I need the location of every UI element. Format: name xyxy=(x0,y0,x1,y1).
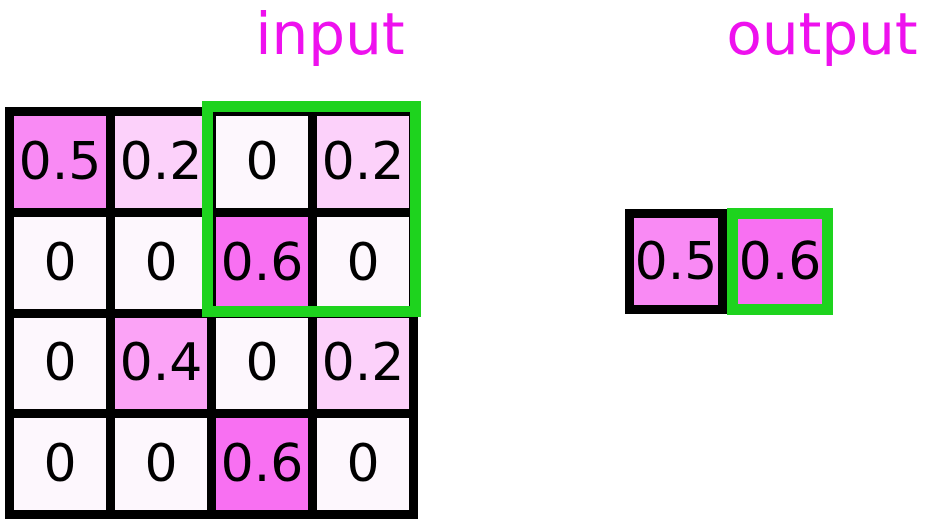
input-cell-r2-c2: 0 xyxy=(216,317,308,410)
output-title: output xyxy=(726,0,918,68)
input-cell-r1-c1: 0 xyxy=(115,216,207,309)
input-cell-r2-c1: 0.4 xyxy=(115,317,207,410)
input-cell-r3-c0: 0 xyxy=(14,418,106,510)
input-cell-r2-c0: 0 xyxy=(14,317,106,410)
input-cell-r0-c1: 0.2 xyxy=(115,116,207,208)
input-cell-r0-c2: 0 xyxy=(216,116,308,208)
input-cell-r3-c2: 0.6 xyxy=(216,418,308,510)
input-title: input xyxy=(255,0,405,68)
input-cell-r3-c3: 0 xyxy=(317,418,409,510)
input-cell-r2-c3: 0.2 xyxy=(317,317,409,410)
input-cell-r1-c2: 0.6 xyxy=(216,216,308,309)
pooling-window-highlight xyxy=(202,101,421,317)
input-cell-r0-c3: 0.2 xyxy=(317,116,409,208)
output-cell-1: 0.6 xyxy=(727,208,833,315)
input-cell-r0-c0: 0.5 xyxy=(14,116,106,208)
input-cell-r1-c3: 0 xyxy=(317,216,409,309)
input-cell-r3-c1: 0 xyxy=(115,418,207,510)
output-cell-0: 0.5 xyxy=(625,209,727,314)
input-cell-r1-c0: 0 xyxy=(14,216,106,309)
